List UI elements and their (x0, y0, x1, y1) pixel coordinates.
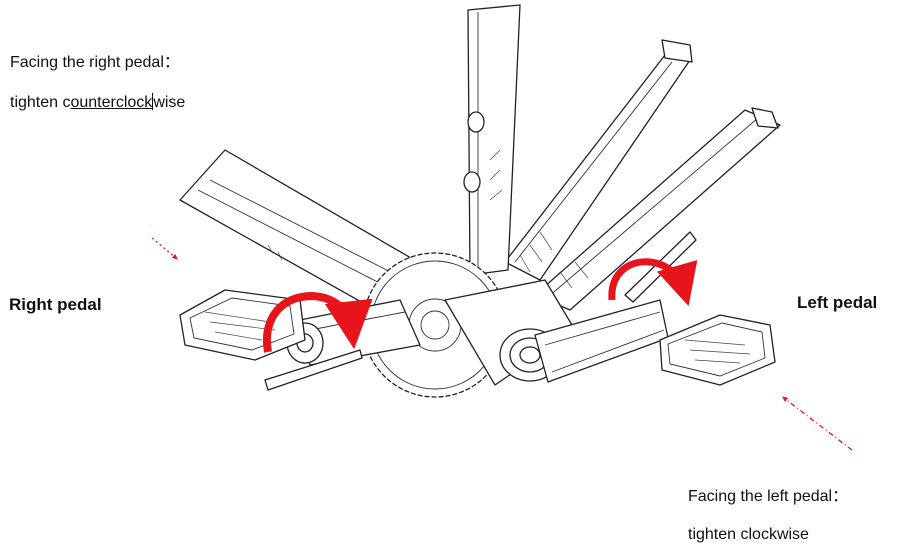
left-pedal (659, 314, 776, 386)
curved-arrow-counterclockwise-icon (262, 291, 373, 353)
left-note-line1: Facing the left pedal： (688, 488, 849, 505)
right-note-underlined: ounterclock (70, 94, 153, 111)
right-note-line2-start: tighten c (10, 94, 71, 111)
seat-stays (504, 39, 781, 311)
chainring (362, 252, 508, 398)
left-pedal-label: Left pedal (797, 293, 878, 312)
right-pedal-label: Right pedal (9, 295, 102, 314)
text-cursor (152, 93, 154, 110)
left-note-line2: tighten clockwise (688, 526, 809, 543)
curved-arrow-clockwise-icon (608, 258, 698, 307)
right-note-line2: tighten counterclockwise (10, 93, 185, 112)
dashed-pointer-arrow-icon (151, 237, 853, 451)
seat-tube (463, 4, 521, 276)
right-note-line2-end: wise (153, 94, 186, 111)
right-pedal (179, 289, 306, 361)
right-note-line1: Facing the right pedal： (10, 54, 180, 71)
